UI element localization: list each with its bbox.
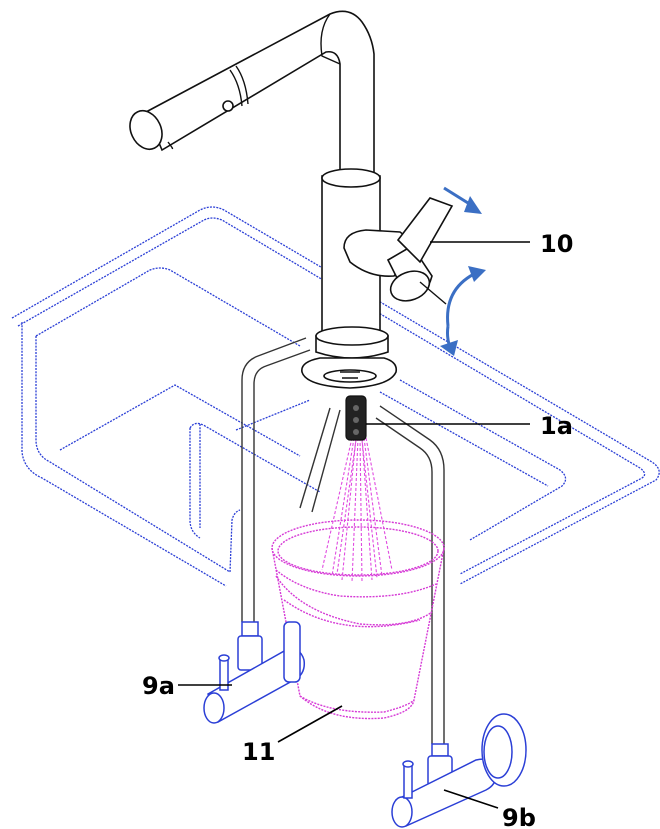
rotation-arrows [419,186,486,356]
label-valve-left: 9a [142,672,175,700]
valve-right [391,713,527,828]
label-lever: 10 [540,230,573,258]
label-valve-right: 9b [502,804,536,829]
bucket [271,519,445,720]
label-spray-head: 1a [540,412,573,440]
spray-head [345,395,367,441]
leader-lines [178,241,530,809]
supply-hoses [241,337,445,744]
label-bucket: 11 [242,738,275,766]
sink [11,206,660,587]
water-spray [321,437,393,583]
valve-left [203,621,306,724]
faucet [129,10,454,389]
